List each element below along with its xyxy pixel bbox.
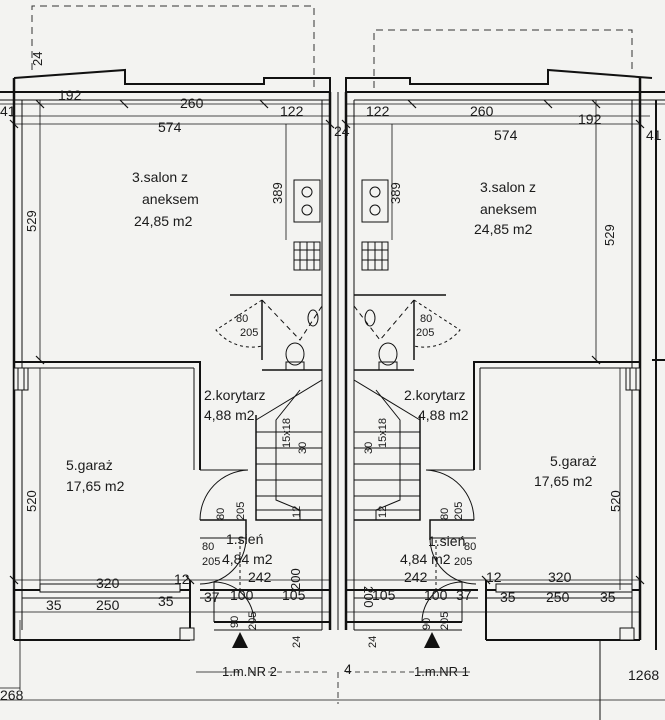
right-garaz-area: 17,65 m2 (534, 473, 593, 489)
right-sien-name: 1.sień (428, 533, 465, 549)
dim-left-37: 37 (204, 589, 220, 605)
right-salon-area: 24,85 m2 (474, 221, 533, 237)
walls-right (344, 68, 665, 650)
dim-left-205-door: 205 (235, 502, 247, 520)
dim-left-105: 105 (282, 587, 306, 603)
dim-left-35b: 35 (158, 593, 174, 609)
entry-arrow-right (424, 632, 440, 648)
dim-center-4: 4 (344, 661, 352, 677)
dim-right-80-wc: 80 (420, 313, 432, 325)
dim-left-320: 320 (96, 575, 120, 591)
dim-right-12: 12 (377, 506, 389, 518)
dim-left-24-top: 24 (30, 52, 45, 66)
dim-right-122: 122 (366, 103, 390, 119)
dim-right-205-wc: 205 (416, 327, 434, 339)
dim-left-389: 389 (270, 182, 285, 204)
dim-center-24: 24 (334, 123, 350, 139)
dim-right-520: 520 (608, 490, 623, 512)
dim-left-268: 268 (0, 687, 24, 703)
dim-right-80-s: 80 (464, 541, 476, 553)
dim-left-stair: 15x18 (281, 418, 293, 448)
dim-right-574: 574 (494, 127, 518, 143)
dim-left-100: 100 (230, 587, 254, 603)
right-salon-name-1: 3.salon z (480, 179, 536, 195)
dim-left-41: 41 (0, 103, 16, 119)
dimension-lines (0, 100, 665, 720)
left-korytarz-area: 4,88 m2 (204, 407, 255, 423)
dim-right-100: 100 (424, 587, 448, 603)
dim-left-205-wc: 205 (240, 327, 258, 339)
roof-outline (31, 5, 633, 88)
dim-right-37: 37 (456, 587, 472, 603)
dim-left-80-wc: 80 (236, 313, 248, 325)
left-salon-name-2: aneksem (142, 191, 199, 207)
dim-left-250: 250 (96, 597, 120, 613)
dim-left-12b: 12 (174, 571, 190, 587)
dim-right-35b: 35 (600, 589, 616, 605)
dim-left-35a: 35 (46, 597, 62, 613)
right-garaz-name: 5.garaż (550, 453, 597, 469)
left-sien-area: 4,84 m2 (222, 551, 273, 567)
left-garaz-name: 5.garaż (66, 457, 113, 473)
left-korytarz-name: 2.korytarz (204, 387, 265, 403)
dim-right-205-entry: 205 (439, 612, 451, 630)
dim-left-192: 192 (58, 87, 82, 103)
left-salon-area: 24,85 m2 (134, 213, 193, 229)
dim-right-stair: 15x18 (377, 418, 389, 448)
dim-left-80-door: 80 (215, 508, 227, 520)
dim-left-12: 12 (291, 506, 303, 518)
stairs (255, 379, 421, 520)
dim-left-242: 242 (248, 569, 272, 585)
dim-left-205-s: 205 (202, 556, 220, 568)
dim-right-205-door: 205 (453, 502, 465, 520)
dim-left-90: 90 (229, 616, 241, 628)
right-korytarz-name: 2.korytarz (404, 387, 465, 403)
dim-right-12b: 12 (486, 569, 502, 585)
dim-right-260: 260 (470, 103, 494, 119)
entry-arrow-left (232, 632, 248, 648)
dim-left-520: 520 (24, 490, 39, 512)
dim-left-30: 30 (297, 442, 309, 454)
dim-right-242: 242 (404, 569, 428, 585)
dim-left-24-bot: 24 (291, 636, 303, 648)
dim-left-205-entry: 205 (247, 612, 259, 630)
dim-left-200: 200 (288, 568, 303, 590)
windows (13, 367, 641, 641)
unit-label-right: 1.m.NR 1 (414, 664, 469, 679)
dim-right-250: 250 (546, 589, 570, 605)
kitchen-fixtures (293, 179, 389, 271)
dim-right-1268: 1268 (628, 667, 659, 683)
dim-left-574: 574 (158, 119, 182, 135)
dim-right-41: 41 (646, 127, 662, 143)
bathroom-fixtures (215, 299, 461, 371)
dim-left-529: 529 (24, 210, 39, 232)
dim-right-90: 90 (421, 618, 433, 630)
dim-right-205-s: 205 (454, 556, 472, 568)
doors (199, 469, 477, 623)
left-garaz-area: 17,65 m2 (66, 478, 125, 494)
dim-right-35a: 35 (500, 589, 516, 605)
left-salon-name-1: 3.salon z (132, 169, 188, 185)
dim-right-192: 192 (578, 111, 602, 127)
dim-left-122: 122 (280, 103, 304, 119)
dim-right-80-door: 80 (439, 508, 451, 520)
dim-right-389: 389 (388, 182, 403, 204)
right-korytarz-area: 4,88 m2 (418, 407, 469, 423)
dim-left-80-s: 80 (202, 541, 214, 553)
right-sien-area: 4,84 m2 (400, 551, 451, 567)
dim-right-200: 200 (361, 586, 376, 608)
unit-label-left: 1.m.NR 2 (222, 664, 277, 679)
left-sien-name: 1.sień (226, 531, 263, 547)
tick-marks (9, 99, 645, 585)
dim-right-320: 320 (548, 569, 572, 585)
right-salon-name-2: aneksem (480, 201, 537, 217)
walls-left (0, 68, 339, 641)
dim-right-105: 105 (372, 587, 396, 603)
dim-right-24-bot: 24 (367, 636, 379, 648)
dim-left-260: 260 (180, 95, 204, 111)
dim-right-30: 30 (363, 442, 375, 454)
dim-right-529: 529 (602, 224, 617, 246)
